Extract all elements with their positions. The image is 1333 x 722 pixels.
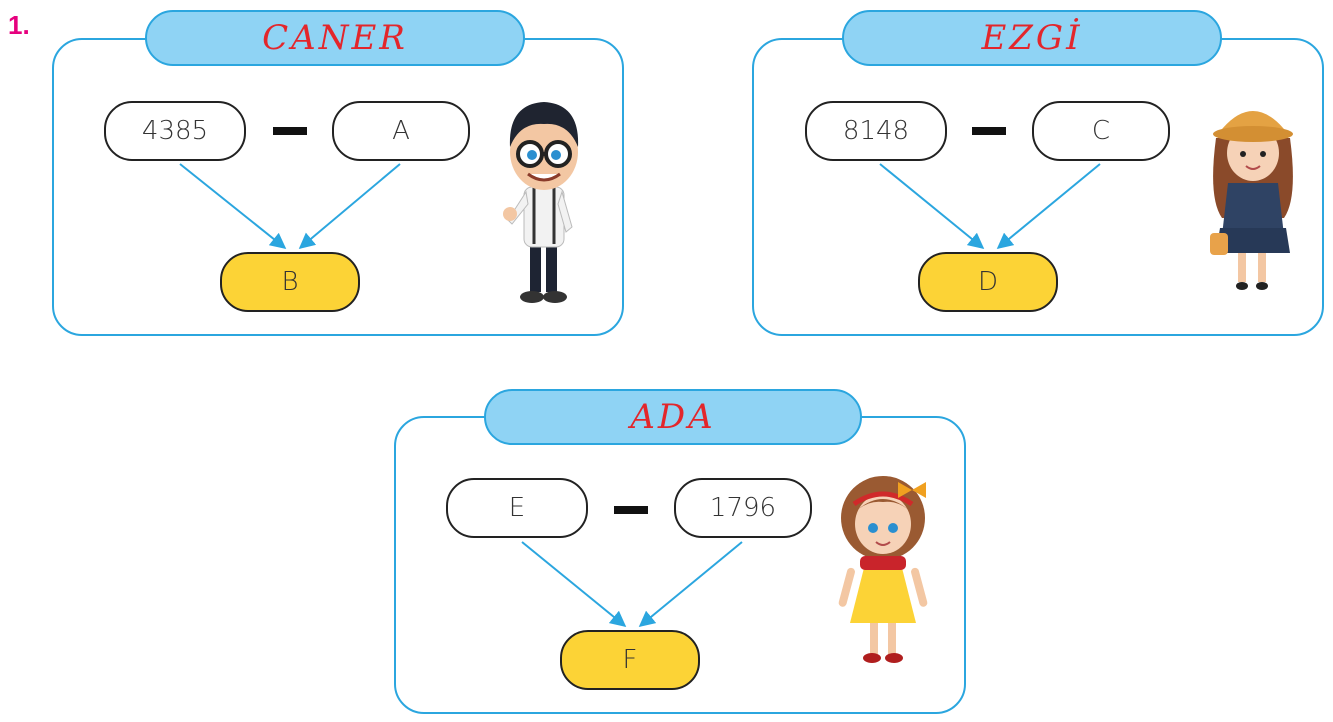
arrow-right: [638, 541, 743, 628]
arrow-left: [521, 541, 627, 628]
right-value-pill: 1796: [674, 478, 812, 538]
arrow-left: [179, 163, 287, 249]
right-value-pill: C: [1032, 101, 1170, 161]
right-value-pill: A: [332, 101, 470, 161]
result-pill: D: [918, 252, 1058, 312]
boy-with-glasses-icon: [503, 102, 579, 303]
left-value-pill: 4385: [104, 101, 246, 161]
name-tab-ezgi: EZGİ: [842, 10, 1222, 66]
girl-with-bow-icon: [838, 476, 928, 663]
result-pill: B: [220, 252, 360, 312]
question-number: 1.: [8, 10, 30, 40]
arrow-right: [298, 163, 401, 250]
minus-sign: [972, 127, 1006, 135]
name-tab-caner: CANER: [145, 10, 525, 66]
name-tab-ada: ADA: [484, 389, 862, 445]
arrow-left: [879, 163, 985, 250]
minus-sign: [273, 127, 307, 135]
left-value-pill: 8148: [805, 101, 947, 161]
girl-with-hat-icon: [1210, 111, 1293, 290]
result-pill: F: [560, 630, 700, 690]
minus-sign: [614, 506, 648, 514]
arrow-right: [996, 163, 1101, 250]
left-value-pill: E: [446, 478, 588, 538]
